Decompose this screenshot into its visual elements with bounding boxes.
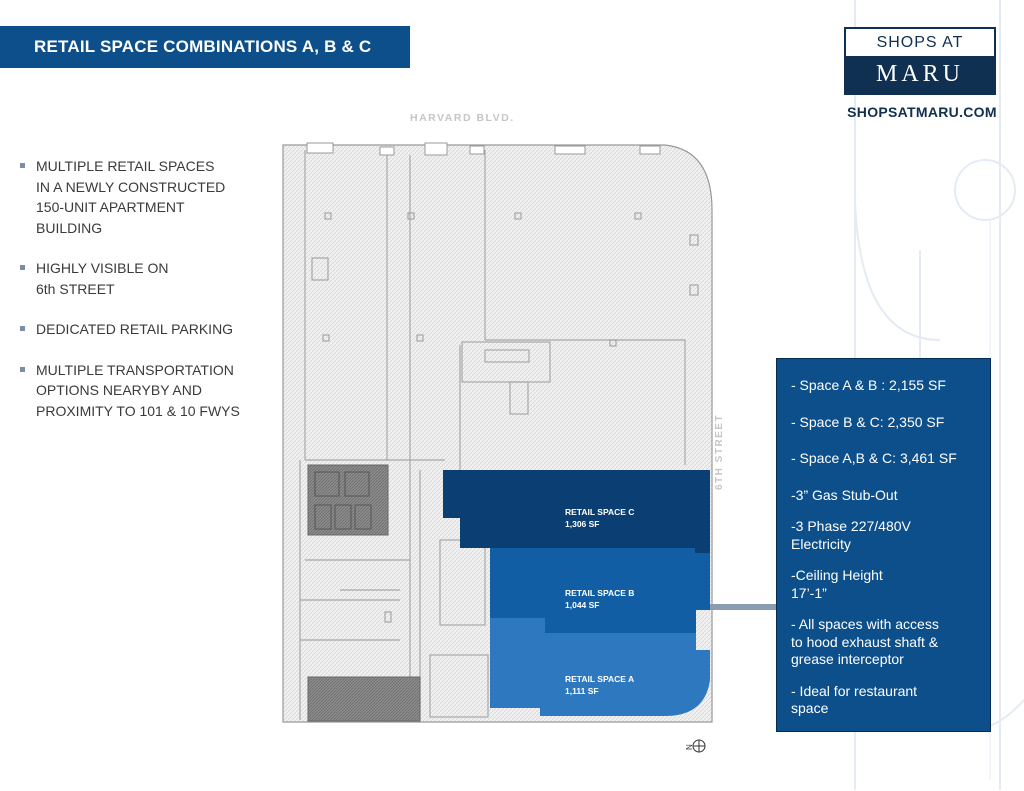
space-name: RETAIL SPACE C bbox=[565, 507, 635, 517]
page-title: RETAIL SPACE COMBINATIONS A, B & C bbox=[34, 37, 372, 56]
header-bar: RETAIL SPACE COMBINATIONS A, B & C bbox=[0, 26, 410, 68]
detail-item: - Space B & C: 2,350 SF bbox=[791, 413, 945, 430]
columns bbox=[311, 212, 699, 623]
feature-list: MULTIPLE RETAIL SPACES IN A NEWLY CONSTR… bbox=[20, 156, 270, 441]
retail-space-a-label: RETAIL SPACE A 1,111 SF bbox=[565, 673, 634, 697]
street-label-harvard: HARVARD BLVD. bbox=[410, 112, 515, 124]
space-size: 1,306 SF bbox=[565, 519, 600, 529]
stair-block bbox=[307, 676, 421, 722]
feature-text: DEDICATED RETAIL PARKING bbox=[36, 321, 234, 337]
retail-space-c-label: RETAIL SPACE C 1,306 SF bbox=[565, 506, 634, 530]
feature-text: MULTIPLE TRANSPORTATION OPTIONS NEARYBY … bbox=[36, 361, 240, 419]
callout-connector bbox=[710, 604, 777, 610]
bullet-square-icon bbox=[20, 326, 25, 331]
feature-item: MULTIPLE RETAIL SPACES IN A NEWLY CONSTR… bbox=[20, 156, 270, 238]
detail-item: -3 Phase 227/480V Electricity bbox=[791, 518, 911, 552]
interior-walls bbox=[299, 150, 686, 720]
feature-item: MULTIPLE TRANSPORTATION OPTIONS NEARYBY … bbox=[20, 360, 270, 422]
logo-line2: MARU bbox=[846, 56, 994, 93]
north-arrow-icon: N bbox=[685, 739, 706, 753]
space-name: RETAIL SPACE A bbox=[565, 674, 635, 684]
bullet-square-icon bbox=[20, 163, 25, 168]
feature-text: MULTIPLE RETAIL SPACES IN A NEWLY CONSTR… bbox=[36, 158, 226, 236]
retail-space-c-area bbox=[443, 470, 710, 553]
logo-line1: SHOPS AT bbox=[876, 33, 964, 51]
north-label: N bbox=[685, 744, 694, 750]
retail-space-a-area bbox=[490, 618, 710, 716]
bullet-square-icon bbox=[20, 265, 25, 270]
feature-item: DEDICATED RETAIL PARKING bbox=[20, 319, 270, 340]
detail-item: -Ceiling Height 17’-1” bbox=[791, 567, 883, 601]
website-url[interactable]: SHOPSATMARU.COM bbox=[847, 104, 997, 120]
exterior-notches bbox=[306, 142, 661, 156]
street-label-6th: 6TH STREET bbox=[714, 413, 725, 490]
detail-item: - Ideal for restaurant space bbox=[791, 682, 918, 717]
detail-item: -3” Gas Stub-Out bbox=[791, 486, 898, 503]
retail-space-b-area bbox=[490, 548, 710, 633]
space-name: RETAIL SPACE B bbox=[565, 588, 635, 598]
bullet-square-icon bbox=[20, 366, 25, 372]
detail-item: - Space A,B & C: 3,461 SF bbox=[791, 450, 957, 466]
space-size: 1,111 SF bbox=[565, 686, 599, 696]
elevator-core bbox=[307, 464, 389, 536]
feature-item: HIGHLY VISIBLE ON 6th STREET bbox=[20, 258, 270, 299]
retail-space-b-label: RETAIL SPACE B 1,044 SF bbox=[565, 587, 634, 611]
detail-item: - Space A & B : 2,155 SF bbox=[791, 377, 946, 393]
space-size: 1,044 SF bbox=[565, 600, 600, 610]
space-details-box: - Space A & B : 2,155 SF - Space B & C: … bbox=[776, 358, 991, 732]
shops-at-maru-logo: SHOPS AT MARU bbox=[844, 27, 996, 95]
detail-item: - All spaces with access to hood exhaust… bbox=[791, 616, 939, 667]
feature-text: HIGHLY VISIBLE ON 6th STREET bbox=[36, 260, 169, 297]
